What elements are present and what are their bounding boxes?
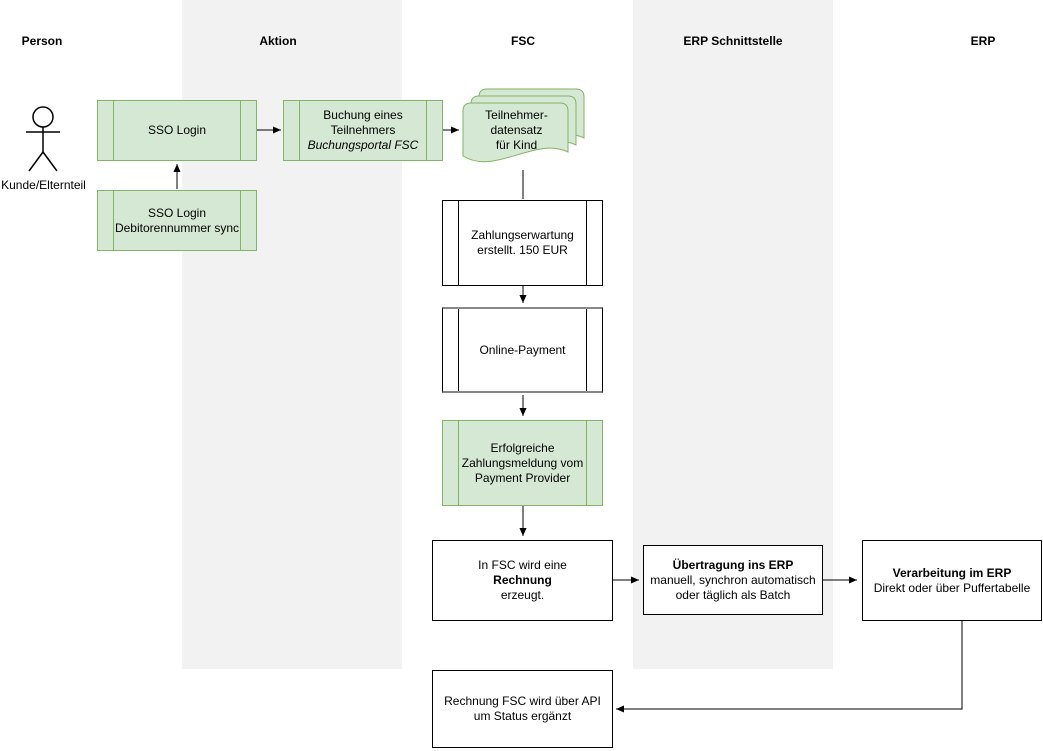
lane-header-erp-schnittstelle: ERP Schnittstelle	[683, 34, 783, 48]
node-zahlungserwartung-label: Zahlungserwartung erstellt. 150 EUR	[443, 228, 602, 258]
node-sso-login-sync[interactable]: SSO Login Debitorennummer sync	[97, 190, 257, 251]
node-zahlungsmeldung[interactable]: Erfolgreiche Zahlungsmeldung vom Payment…	[442, 420, 603, 506]
process-bar-left	[458, 201, 459, 285]
process-bar-right	[240, 191, 241, 250]
node-line: Rechnung	[493, 573, 552, 587]
actor-icon[interactable]	[26, 106, 60, 172]
node-line: SSO Login	[147, 123, 207, 137]
node-line: Direkt oder über Puffertabelle	[873, 580, 1031, 595]
node-sso-login[interactable]: SSO Login	[97, 100, 257, 161]
node-verarbeitung-erp-label: Verarbeitung im ERP Direkt oder über Puf…	[863, 566, 1041, 596]
node-line: Online-Payment	[479, 342, 566, 357]
node-line: Zahlungsmeldung vom	[461, 455, 584, 470]
node-zahlungsmeldung-label: Erfolgreiche Zahlungsmeldung vom Payment…	[443, 441, 602, 486]
node-line: um Status ergänzt	[473, 709, 572, 723]
process-bar-right	[586, 309, 587, 391]
node-online-payment-label: Online-Payment	[443, 343, 602, 358]
lane-header-aktion: Aktion	[259, 34, 297, 48]
node-line: Buchung eines	[323, 108, 403, 122]
node-buchung-teilnehmer[interactable]: Buchung eines Teilnehmers Buchungsportal…	[283, 100, 443, 161]
node-line: datensatz	[490, 122, 543, 137]
node-line: manuell, synchron automatisch	[650, 572, 816, 587]
node-rechnung-status-label: Rechnung FSC wird über API um Status erg…	[433, 694, 612, 724]
lane-header-fsc: FSC	[511, 34, 535, 48]
node-line: erstellt. 150 EUR	[477, 243, 568, 257]
process-bar-left	[299, 101, 300, 160]
node-line: In FSC wird eine	[478, 558, 567, 572]
node-line: Debitorennummer sync	[114, 220, 240, 235]
node-line: Teilnehmer-	[485, 107, 548, 122]
node-line: erzeugt.	[500, 588, 545, 602]
actor-label: Kunde/Elternteil	[1, 178, 86, 192]
node-sso-login-sync-label: SSO Login Debitorennummer sync	[98, 206, 256, 236]
node-rechnung-erzeugt[interactable]: In FSC wird eine Rechnung erzeugt.	[432, 540, 613, 621]
process-bar-right	[586, 201, 587, 285]
process-bar-right	[240, 101, 241, 160]
node-line: Rechnung FSC wird über API	[444, 694, 601, 708]
node-line: Zahlungserwartung	[471, 228, 574, 242]
node-line: SSO Login	[147, 205, 207, 220]
node-line: Buchungsportal FSC	[307, 138, 419, 152]
node-rechnung-erzeugt-label: In FSC wird eine Rechnung erzeugt.	[433, 558, 612, 603]
node-line: für Kind	[495, 137, 538, 152]
node-online-payment[interactable]: Online-Payment	[442, 307, 603, 393]
process-bar-left	[113, 101, 114, 160]
lane-header-person: Person	[21, 34, 63, 48]
node-sso-login-label: SSO Login	[98, 123, 256, 138]
process-bar-left	[458, 309, 459, 391]
node-line: Verarbeitung im ERP	[892, 565, 1012, 580]
node-zahlungserwartung[interactable]: Zahlungserwartung erstellt. 150 EUR	[442, 200, 603, 286]
lane-header-erp: ERP	[970, 34, 996, 48]
node-verarbeitung-erp[interactable]: Verarbeitung im ERP Direkt oder über Puf…	[862, 540, 1042, 621]
node-line: oder täglich als Batch	[675, 587, 791, 602]
node-line: Übertragung ins ERP	[672, 557, 794, 572]
node-teilnehmerdatensatz-label: Teilnehmer- datensatz für Kind	[463, 103, 570, 157]
process-bar-right	[586, 421, 587, 505]
node-buchung-teilnehmer-label: Buchung eines Teilnehmers Buchungsportal…	[284, 108, 442, 153]
node-rechnung-status[interactable]: Rechnung FSC wird über API um Status erg…	[432, 670, 613, 748]
process-bar-left	[113, 191, 114, 250]
node-uebertragung-erp-label: Übertragung ins ERP manuell, synchron au…	[644, 558, 822, 603]
node-line: Teilnehmers	[330, 123, 396, 137]
node-uebertragung-erp[interactable]: Übertragung ins ERP manuell, synchron au…	[643, 545, 823, 615]
process-bar-right	[426, 101, 427, 160]
process-bar-left	[458, 421, 459, 505]
node-line: Erfolgreiche	[490, 440, 555, 455]
node-line: Payment Provider	[474, 470, 571, 485]
